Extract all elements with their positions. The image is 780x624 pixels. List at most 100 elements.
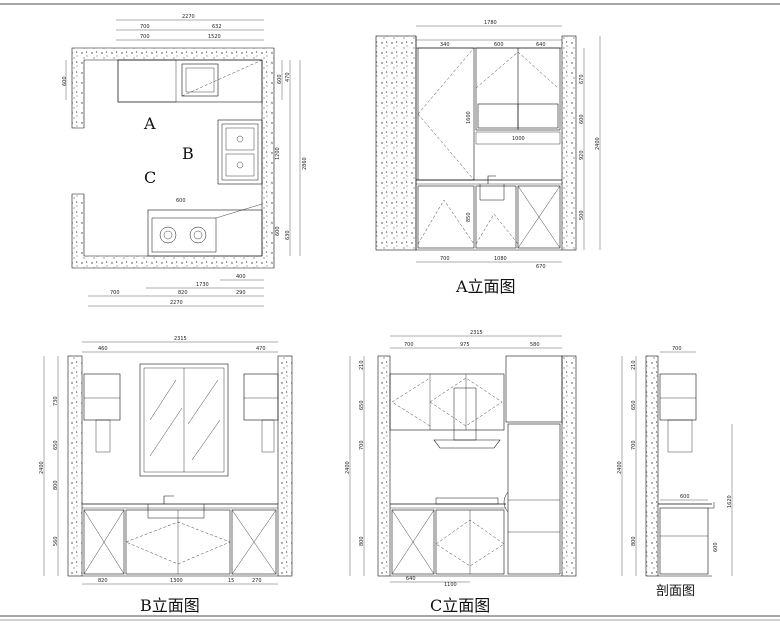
elev-c-upper-cabinets: [389, 373, 505, 431]
elev-b-base-right: [231, 509, 277, 575]
elev-a-dim-top-0: 1780: [484, 20, 497, 26]
section-view: [621, 351, 733, 577]
section-title: 剖面图: [656, 584, 696, 599]
plan-dim-left-0: 600: [62, 76, 68, 86]
plan-counter-right: [217, 119, 263, 185]
plan-dimensions: [65, 19, 301, 307]
elev-c-dim-top-2: 975: [460, 342, 470, 348]
elev-b-dim-left-0: 730: [53, 396, 59, 406]
elev-a-dim-top-3: 640: [536, 42, 546, 48]
elev-b-wall-cabinet-right: [243, 373, 279, 421]
elevation-a: [375, 25, 601, 263]
elev-b-dim-left-3: 800: [53, 480, 59, 490]
plan-sink: [181, 63, 219, 97]
elevation-c-title: C立面图: [430, 596, 491, 615]
elev-b-window: [139, 363, 229, 477]
plan-dim-right-0: 600: [277, 74, 283, 84]
elev-a-dim-bottom-0: 700: [440, 256, 450, 262]
plan-dim-top-0: 2270: [182, 14, 195, 20]
plan-dim-top-3: 700: [140, 34, 150, 40]
elev-c-wall-left: [377, 355, 391, 577]
elev-a-dim-right-3: 2400: [595, 137, 601, 150]
elev-a-wall-right: [561, 35, 577, 251]
elev-b-dim-left-2: 2400: [39, 461, 45, 474]
section-dim-left-0: 210: [631, 360, 637, 370]
elev-c-dim-left-2: 700: [359, 440, 365, 450]
elev-c-dim-top-1: 700: [404, 342, 414, 348]
elev-c-dim-bottom-1: 1100: [444, 582, 457, 588]
elev-c-base-left: [391, 509, 435, 575]
section-wall: [645, 355, 659, 577]
plan-zone-b-label: B: [182, 144, 194, 163]
plan-double-sink: [221, 123, 259, 181]
elevation-b: [43, 341, 293, 585]
elevation-a-title: A立面图: [456, 277, 516, 296]
plan-dim-bottom-2: 700: [110, 290, 120, 296]
plan-dim-bottom-5: 2270: [170, 300, 183, 306]
plan-zone-a-label: A: [144, 114, 156, 133]
elev-c-fridge: [507, 423, 561, 575]
elev-b-dim-top-1: 460: [98, 346, 108, 352]
section-dim-top-0: 700: [672, 346, 682, 352]
elev-b-dim-bottom-2: 15: [228, 578, 235, 584]
elev-a-dim-top-1: 340: [440, 42, 450, 48]
section-dim-left-2: 700: [631, 440, 637, 450]
section-base-cabinet: [659, 507, 709, 575]
elev-b-dim-bottom-0: 820: [98, 578, 108, 584]
elev-b-base-left: [83, 509, 125, 575]
elev-b-dim-bottom-3: 270: [252, 578, 262, 584]
floor-plan: [65, 19, 301, 307]
elev-c-dim-left-4: 800: [359, 536, 365, 546]
plan-dim-top-1: 700: [140, 24, 150, 30]
elev-a-wall-left: [375, 35, 417, 251]
plan-zone-c-label: C: [144, 168, 157, 187]
plan-counter-top: [117, 59, 263, 103]
elev-c-dim-left-0: 210: [359, 360, 365, 370]
section-dim-right-0: 600: [713, 542, 719, 552]
elev-c-dim-bottom-0: 640: [406, 576, 416, 582]
elev-b-wall-right: [277, 355, 293, 577]
plan-dim-top-2: 632: [212, 24, 222, 30]
section-dim-left-4: 800: [631, 536, 637, 546]
section-dim-left-3: 2400: [617, 461, 623, 474]
elevation-b-title: B立面图: [140, 596, 200, 615]
elev-b-dim-top-2: 470: [256, 346, 266, 352]
elev-b-dim-top-0: 2315: [174, 336, 187, 342]
plan-dim-bottom-0: 400: [236, 274, 246, 280]
plan-dim-right-5: 630: [285, 230, 291, 240]
section-wall-cabinet: [659, 373, 697, 421]
elev-a-lower-right-cabinet: [517, 185, 561, 249]
elev-c-wall-right: [561, 355, 577, 577]
elev-b-dim-bottom-1: 1300: [170, 578, 183, 584]
elev-a-dim-inner-0: 1600: [466, 111, 472, 124]
elev-a-dim-right-2: 920: [579, 150, 585, 160]
plan-dim-right-2: 1200: [275, 147, 281, 160]
elev-b-wall-left: [67, 355, 83, 577]
elev-a-dim-top-2: 600: [494, 42, 504, 48]
plan-dim-right-1: 470: [285, 72, 291, 82]
elev-b-dim-left-1: 650: [53, 440, 59, 450]
elev-a-dim-right-0: 670: [579, 74, 585, 84]
elev-c-hob: [435, 497, 499, 505]
elev-a-dim-inner-1: 1000: [512, 136, 525, 142]
elev-b-wall-cabinet-left: [83, 373, 121, 421]
plan-walls: [71, 47, 275, 269]
section-dim-left-1: 650: [631, 400, 637, 410]
elev-b-sink: [147, 504, 205, 519]
plan-dim-right-4: 600: [275, 226, 281, 236]
elev-c-range-hood: [453, 387, 477, 441]
section-dim-right-1: 1620: [727, 495, 733, 508]
plan-hob: [151, 217, 217, 253]
elev-c-dim-top-3: 580: [530, 342, 540, 348]
elev-b-faucet: [163, 495, 174, 504]
elev-c-dim-left-1: 650: [359, 400, 365, 410]
elev-c-fridge-cabinet: [505, 355, 563, 423]
elev-a-faucet: [487, 175, 496, 184]
plan-dim-inner: 600: [176, 198, 186, 204]
elev-a-dim-right-1: 600: [579, 114, 585, 124]
plan-dim-top-4: 1520: [208, 34, 221, 40]
elev-c-dim-top-0: 2315: [470, 330, 483, 336]
elev-a-sink-bowl: [479, 184, 505, 201]
